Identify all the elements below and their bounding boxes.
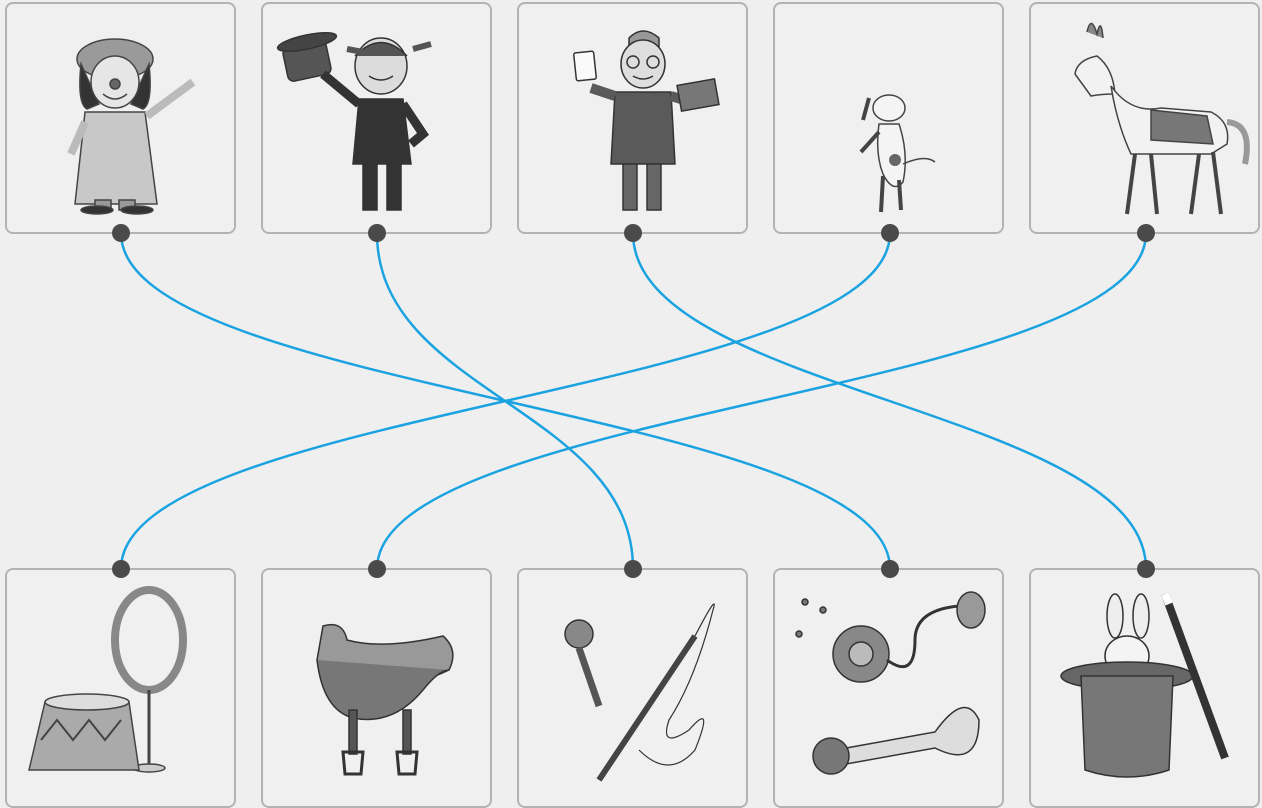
bottom-connector-dot-2[interactable] — [368, 560, 386, 578]
squirt-flower-and-horn-icon — [775, 570, 1004, 808]
card-hoop-podium[interactable] — [5, 568, 236, 808]
top-connector-dot-4[interactable] — [881, 224, 899, 242]
bottom-connector-dot-5[interactable] — [1137, 560, 1155, 578]
bottom-connector-dot-1[interactable] — [112, 560, 130, 578]
clown-icon — [7, 4, 236, 234]
top-hat-rabbit-and-wand-icon — [1031, 570, 1260, 808]
microphone-and-whip-icon — [519, 570, 748, 808]
card-saddle[interactable] — [261, 568, 492, 808]
top-connector-dot-3[interactable] — [624, 224, 642, 242]
connection-line-5 — [377, 233, 1146, 569]
ringmaster-girl-icon — [263, 4, 492, 234]
card-microphone-whip[interactable] — [517, 568, 748, 808]
connection-line-3 — [633, 233, 1146, 569]
connection-line-2 — [377, 233, 633, 569]
card-dog[interactable] — [773, 2, 1004, 234]
card-magician-boy[interactable] — [517, 2, 748, 234]
card-horse[interactable] — [1029, 2, 1260, 234]
top-connector-dot-5[interactable] — [1137, 224, 1155, 242]
magician-boy-icon — [519, 4, 748, 234]
saddle-icon — [263, 570, 492, 808]
card-hat-rabbit[interactable] — [1029, 568, 1260, 808]
dancing-dog-icon — [775, 4, 1004, 234]
card-ringmaster-girl[interactable] — [261, 2, 492, 234]
hoop-and-podium-icon — [7, 570, 236, 808]
connection-line-4 — [121, 233, 890, 569]
top-connector-dot-1[interactable] — [112, 224, 130, 242]
bottom-connector-dot-3[interactable] — [624, 560, 642, 578]
connection-line-1 — [121, 233, 890, 569]
top-connector-dot-2[interactable] — [368, 224, 386, 242]
circus-horse-icon — [1031, 4, 1260, 234]
card-clown[interactable] — [5, 2, 236, 234]
bottom-connector-dot-4[interactable] — [881, 560, 899, 578]
card-flower-horn[interactable] — [773, 568, 1004, 808]
